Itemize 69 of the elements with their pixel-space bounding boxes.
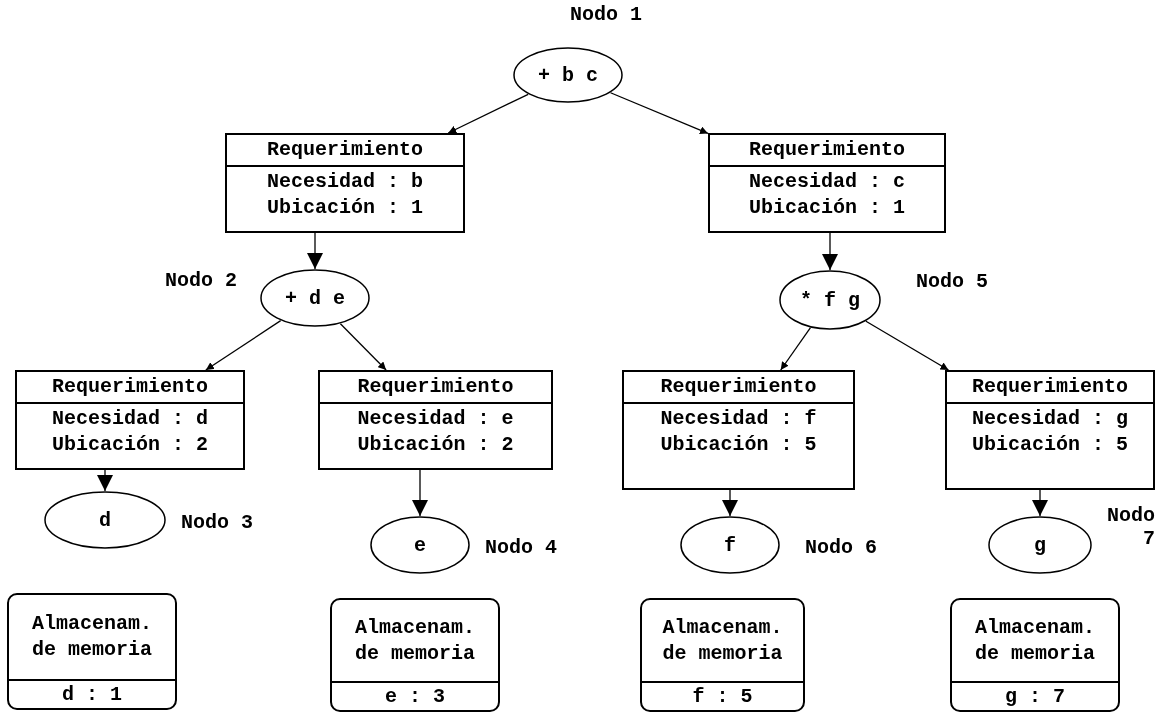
- node-text: + d e: [285, 286, 345, 310]
- node-text: e: [414, 533, 426, 557]
- arrow: [339, 323, 387, 371]
- node-text: g: [1034, 533, 1046, 557]
- node-caption: Nodo 6: [805, 536, 877, 559]
- box-text: Ubicación : 1: [748, 195, 906, 221]
- requirement-box: [708, 133, 946, 233]
- box-text: Necesidad : g: [971, 406, 1129, 432]
- box-text: Necesidad : f: [659, 406, 818, 432]
- node-ellipse: [779, 270, 881, 330]
- node-ellipse: [44, 491, 166, 549]
- requirement-box: [318, 370, 553, 470]
- box-heading: Almacenam. de memoria: [354, 614, 476, 667]
- arrow: [412, 469, 428, 517]
- node-caption: Nodo 3: [181, 511, 253, 534]
- memory-box: [950, 598, 1120, 712]
- box-text: Ubicación : 2: [51, 432, 209, 458]
- memory-box: [7, 593, 177, 710]
- node-text: * f g: [800, 288, 860, 312]
- box-heading: Requerimiento: [51, 374, 209, 400]
- requirement-box: [945, 370, 1155, 490]
- node-ellipse: [513, 47, 623, 103]
- node-caption: Nodo 5: [916, 270, 988, 293]
- box-text: Necesidad : b: [266, 169, 424, 195]
- box-text: d : 1: [62, 683, 122, 706]
- node-caption: Nodo 7: [1106, 504, 1155, 550]
- arrow: [447, 93, 529, 134]
- node-ellipse: [260, 269, 370, 327]
- requirement-box: [15, 370, 245, 470]
- box-heading: Requerimiento: [748, 137, 906, 163]
- arrow: [722, 489, 738, 517]
- arrow: [307, 232, 323, 270]
- node-caption: Nodo 2: [165, 269, 237, 292]
- arrow: [609, 92, 709, 135]
- arrow: [822, 232, 838, 271]
- box-text: f : 5: [692, 685, 753, 708]
- requirement-box: [622, 370, 855, 490]
- node-text: f: [724, 533, 736, 557]
- arrow: [780, 327, 812, 371]
- arrow: [205, 320, 282, 371]
- arrow: [865, 320, 950, 371]
- box-text: Ubicación : 2: [356, 432, 515, 458]
- box-text: Necesidad : e: [356, 406, 515, 432]
- box-heading: Almacenam. de memoria: [31, 611, 153, 663]
- arrow: [97, 469, 113, 492]
- box-text: Ubicación : 5: [659, 432, 818, 458]
- node-text: d: [99, 508, 111, 532]
- node-ellipse: [370, 516, 470, 574]
- node-caption: Nodo 1: [570, 3, 642, 26]
- arrow: [1032, 489, 1048, 517]
- box-text: Necesidad : c: [748, 169, 906, 195]
- box-text: Ubicación : 1: [266, 195, 424, 221]
- box-text: e : 3: [385, 685, 445, 708]
- node-text: + b c: [538, 63, 598, 87]
- box-text: Ubicación : 5: [971, 432, 1129, 458]
- box-heading: Almacenam. de memoria: [661, 614, 784, 667]
- box-heading: Requerimiento: [659, 374, 818, 400]
- requirement-box: [225, 133, 465, 233]
- box-heading: Requerimiento: [356, 374, 515, 400]
- node-ellipse: [680, 516, 780, 574]
- box-text: Necesidad : d: [51, 406, 209, 432]
- node-caption: Nodo 4: [485, 536, 557, 559]
- box-heading: Requerimiento: [266, 137, 424, 163]
- box-heading: Requerimiento: [971, 374, 1129, 400]
- memory-box: [330, 598, 500, 712]
- node-ellipse: [988, 516, 1092, 574]
- box-text: g : 7: [1005, 685, 1065, 708]
- memory-box: [640, 598, 805, 712]
- box-heading: Almacenam. de memoria: [974, 614, 1096, 667]
